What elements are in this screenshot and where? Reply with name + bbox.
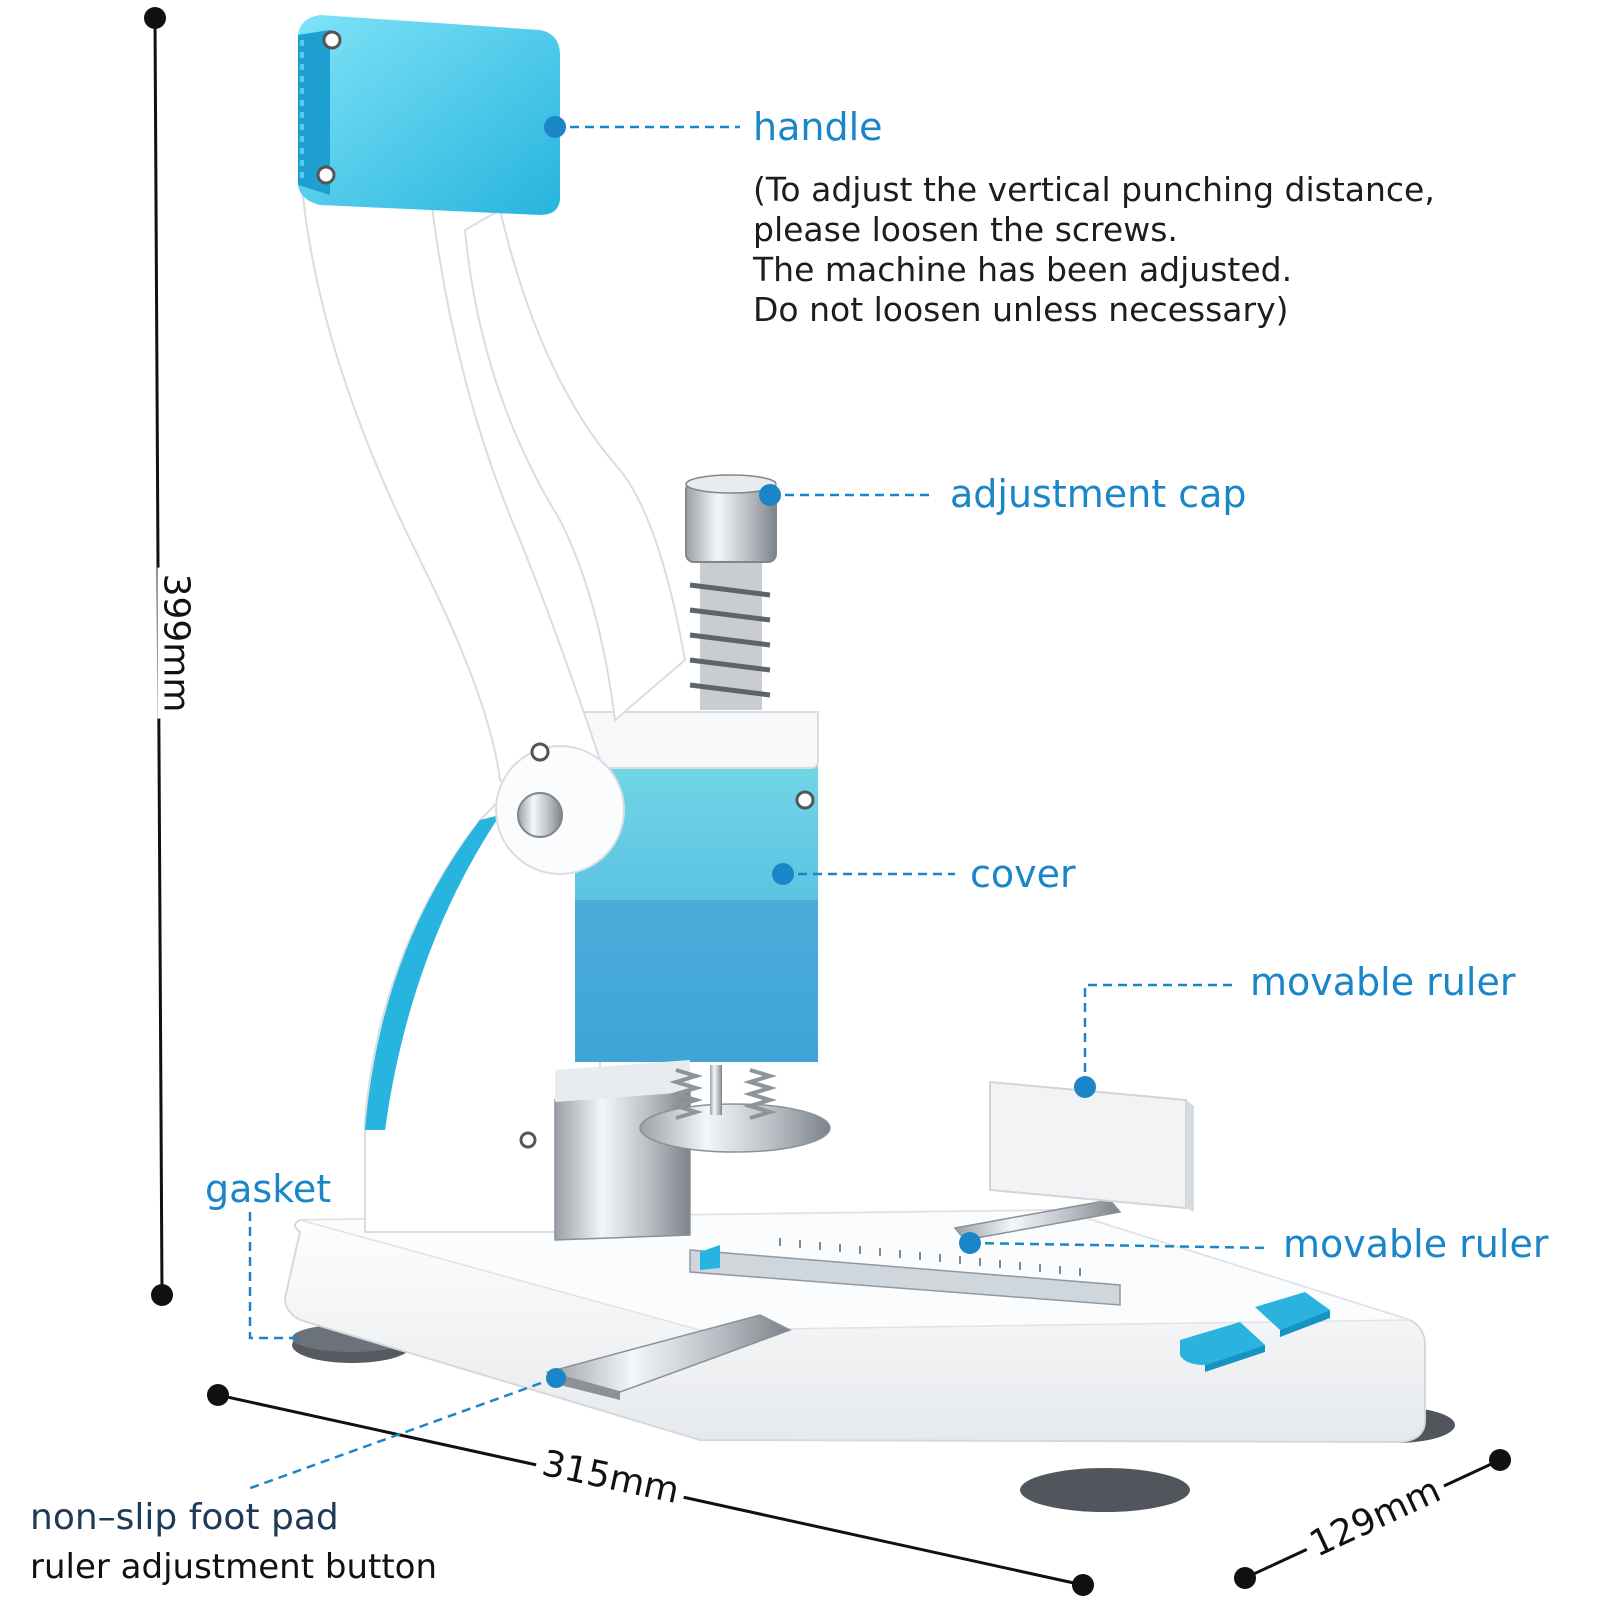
adjustment-cap [685,474,777,710]
label-adjustment-cap: adjustment cap [950,472,1247,516]
movable-ruler-plate [989,1080,1187,1210]
label-non-slip-foot-pad: non–slip foot pad [30,1497,339,1538]
machine-body [364,711,831,1241]
handle-note-line: (To adjust the vertical punching distanc… [753,170,1435,209]
handle-note-line: please loosen the screws. [753,210,1178,249]
button-icon [1180,1292,1330,1372]
handle-note-line: The machine has been adjusted. [753,250,1293,289]
screw-icon [517,792,563,838]
label-movable-ruler-bottom: movable ruler [1283,1222,1549,1266]
label-movable-ruler-top: movable ruler [1250,960,1516,1004]
screw-icon [322,30,342,50]
spring-icon [669,1068,777,1120]
label-ruler-adjustment-button: ruler adjustment button [30,1547,438,1587]
dimension-height-label: 399mm [155,567,196,719]
handle-note-line: Do not loosen unless necessary) [753,290,1289,329]
label-gasket: gasket [205,1167,332,1211]
handle-note: (To adjust the vertical punching distanc… [753,170,1435,330]
label-handle: handle [753,105,883,149]
screw-icon [316,165,336,185]
leader-lines [244,125,1271,1492]
label-cover: cover [970,852,1076,896]
base [283,1080,1455,1512]
handle-arms [298,15,815,1149]
